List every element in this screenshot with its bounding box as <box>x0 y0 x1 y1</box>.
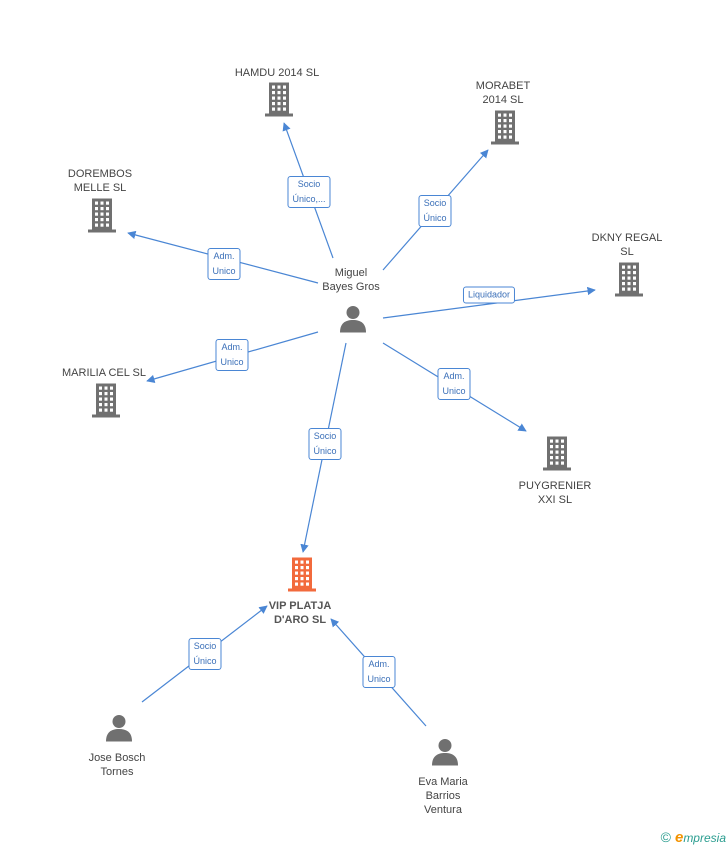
person-icon <box>432 739 458 766</box>
node-label-eva[interactable]: Eva Maria Barrios Ventura <box>418 776 468 816</box>
edge-label-miguel-puygrenier[interactable]: Adm. Unico <box>437 368 471 400</box>
edge-label-miguel-dorembos[interactable]: Adm. Unico <box>207 248 241 280</box>
edge-label-miguel-morabet[interactable]: Socio Único <box>418 195 452 227</box>
person-icon <box>106 715 132 742</box>
node-miguel[interactable] <box>338 304 368 339</box>
edge-miguel-dkny <box>382 286 596 319</box>
node-vip[interactable] <box>286 557 318 598</box>
node-dorembos[interactable] <box>86 198 118 239</box>
node-label-dorembos[interactable]: DOREMBOS MELLE SL <box>67 168 133 194</box>
node-marilia[interactable] <box>90 383 122 424</box>
node-label-puygrenier[interactable]: PUYGRENIER XXI SL <box>518 480 592 506</box>
edge-label-miguel-dkny[interactable]: Liquidador <box>462 286 516 304</box>
node-label-jose[interactable]: Jose Bosch Tornes <box>88 752 146 778</box>
node-puygrenier[interactable] <box>541 436 573 477</box>
building-icon <box>288 557 316 592</box>
node-label-dkny[interactable]: DKNY REGAL SL <box>591 232 663 258</box>
person-icon <box>340 306 366 333</box>
node-label-miguel[interactable]: Miguel Bayes Gros <box>322 267 380 293</box>
empresia-logo: ©empresia <box>660 829 726 846</box>
node-eva[interactable] <box>430 737 460 772</box>
edge-label-miguel-hamdu[interactable]: Socio Único,... <box>287 176 331 208</box>
node-dkny[interactable] <box>613 262 645 303</box>
building-icon <box>92 383 120 418</box>
building-icon <box>491 110 519 145</box>
building-icon <box>615 262 643 297</box>
edge-label-miguel-marilia[interactable]: Adm. Unico <box>215 339 249 371</box>
node-jose[interactable] <box>104 713 134 748</box>
node-hamdu[interactable] <box>263 82 295 123</box>
node-label-marilia[interactable]: MARILIA CEL SL <box>62 367 146 379</box>
building-icon <box>265 82 293 117</box>
building-icon <box>88 198 116 233</box>
node-morabet[interactable] <box>489 110 521 151</box>
edge-label-eva-vip[interactable]: Adm. Unico <box>362 656 396 688</box>
node-label-morabet[interactable]: MORABET 2014 SL <box>475 80 531 106</box>
building-icon <box>543 436 571 471</box>
node-label-hamdu[interactable]: HAMDU 2014 SL <box>234 67 320 79</box>
edge-label-miguel-vip[interactable]: Socio Único <box>308 428 342 460</box>
node-label-vip[interactable]: VIP PLATJA D'ARO SL <box>268 600 332 626</box>
edge-label-jose-vip[interactable]: Socio Único <box>188 638 222 670</box>
